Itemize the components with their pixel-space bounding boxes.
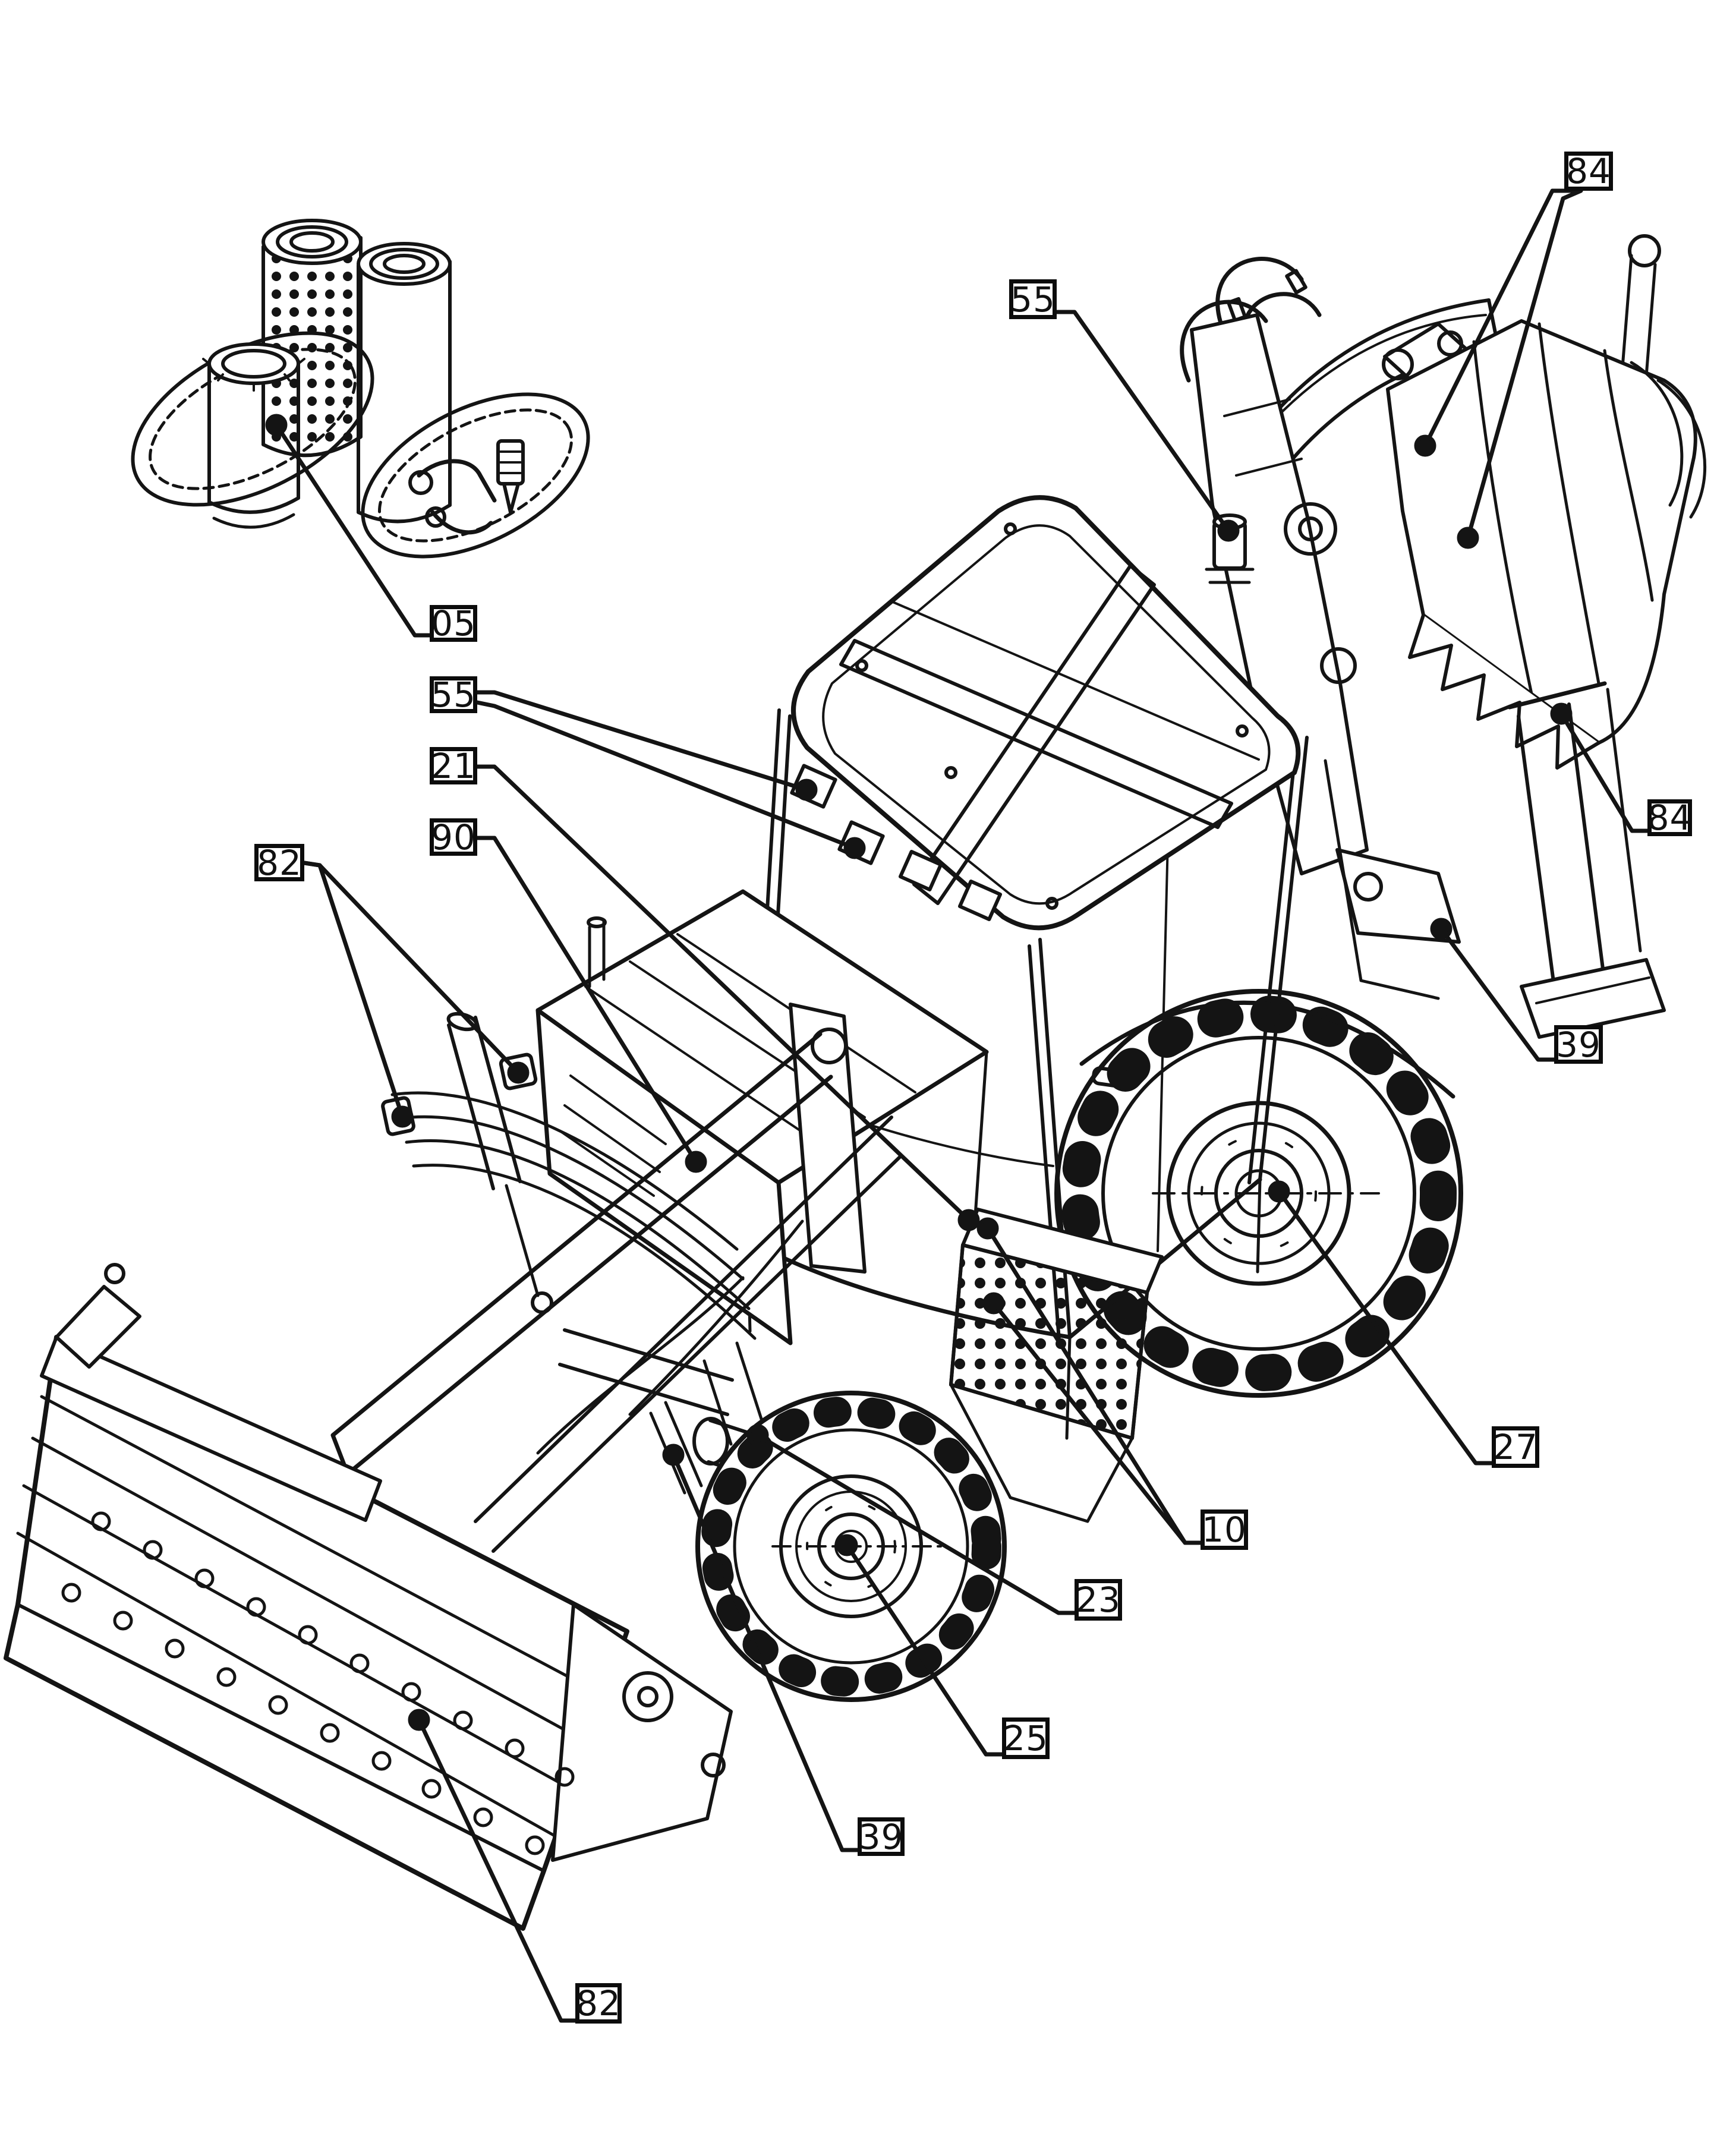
- callout-84-top: 84: [1564, 152, 1613, 191]
- hood-rear-edge: [973, 1050, 988, 1226]
- hose-loop-1: [1215, 257, 1304, 335]
- roof-brace-1: [839, 639, 1233, 829]
- leader-dot: [1414, 434, 1436, 457]
- leader-dot: [1268, 1180, 1290, 1203]
- backhoe-bucket: [1386, 319, 1707, 770]
- leader-dot: [836, 1534, 858, 1556]
- leader-dot: [957, 1209, 980, 1231]
- callout-leaders: [265, 188, 1650, 2023]
- leader-dot: [795, 779, 818, 801]
- leader-dot: [662, 1444, 685, 1466]
- corner-gusset: [55, 1285, 141, 1369]
- leader-dot: [746, 1424, 769, 1446]
- leader-dot: [408, 1709, 430, 1731]
- engine-hood: [535, 889, 989, 1345]
- leader-dot: [843, 837, 866, 859]
- callout-05: 05: [430, 605, 477, 642]
- callout-27: 27: [1492, 1426, 1539, 1468]
- canister-filter: [357, 242, 452, 524]
- air-filter-element: [261, 219, 363, 458]
- leader-dot: [1430, 918, 1453, 940]
- door-edge: [1157, 840, 1169, 1252]
- spin-on-filter: [202, 342, 305, 529]
- roof-brace-2: [912, 564, 1156, 905]
- backhoe-assembly: [1180, 234, 1707, 1039]
- leader-dot: [1457, 527, 1479, 549]
- leader-dot: [391, 1105, 414, 1128]
- cab-roof: [790, 495, 1301, 931]
- leader-dot: [982, 1292, 1005, 1315]
- arm-pivot-tower: [789, 1003, 867, 1274]
- callout-55-left: 55: [430, 676, 477, 713]
- hydraulic-hoses: [536, 1219, 804, 1455]
- leader-dot: [976, 1217, 999, 1240]
- callout-21: 21: [430, 747, 477, 784]
- v-belt-right: [361, 392, 590, 559]
- loader-bucket: [4, 1263, 733, 1931]
- loader-arm-group: [330, 1003, 903, 1553]
- filter-kit-illustration: [131, 219, 590, 559]
- lift-cylinder: [446, 1011, 553, 1314]
- spill-guard: [40, 1335, 382, 1522]
- leader-dot: [1217, 519, 1240, 542]
- bolt-row-upper: [91, 1511, 575, 1787]
- hose-loop-3: [1180, 300, 1268, 383]
- bucket-teeth: [1408, 613, 1600, 770]
- bucket-spill-guard: [1630, 361, 1707, 519]
- leader-dot: [685, 1151, 707, 1173]
- callout-23: 23: [1075, 1579, 1122, 1621]
- fittings: [408, 439, 525, 535]
- callout-90: 90: [430, 818, 477, 856]
- roof-rail: [890, 600, 1260, 761]
- callout-55-top: 55: [1009, 279, 1057, 319]
- cylinder-clevis: [1628, 234, 1661, 267]
- leader-dot: [1550, 702, 1573, 725]
- door-handle: [1091, 1066, 1130, 1089]
- grease-line-bank: [381, 1052, 757, 1340]
- callout-25: 25: [1002, 1717, 1050, 1759]
- callout-84-right: 84: [1647, 798, 1693, 838]
- boom-hose: [1277, 314, 1487, 417]
- cross-tube: [558, 1328, 734, 1416]
- callout-39-right: 39: [1554, 1025, 1603, 1064]
- leader-dot: [265, 414, 288, 436]
- callout-82-bottom: 82: [575, 1983, 622, 2024]
- bucket-side-plate: [551, 1603, 733, 1862]
- exhaust-pipe: [588, 918, 606, 988]
- rear-fender: [1079, 1000, 1455, 1099]
- leader-dot: [507, 1061, 530, 1084]
- stabilizer-leg: [1507, 681, 1666, 1039]
- callout-39-bottom: 39: [858, 1816, 905, 1857]
- bolt-row-lower: [61, 1583, 545, 1855]
- loader-arm-right: [474, 1115, 903, 1553]
- callout-10: 10: [1201, 1509, 1248, 1550]
- callout-82-left: 82: [254, 844, 304, 881]
- pillar-rear-right: [1247, 736, 1309, 1184]
- cutting-edge: [16, 1603, 546, 1873]
